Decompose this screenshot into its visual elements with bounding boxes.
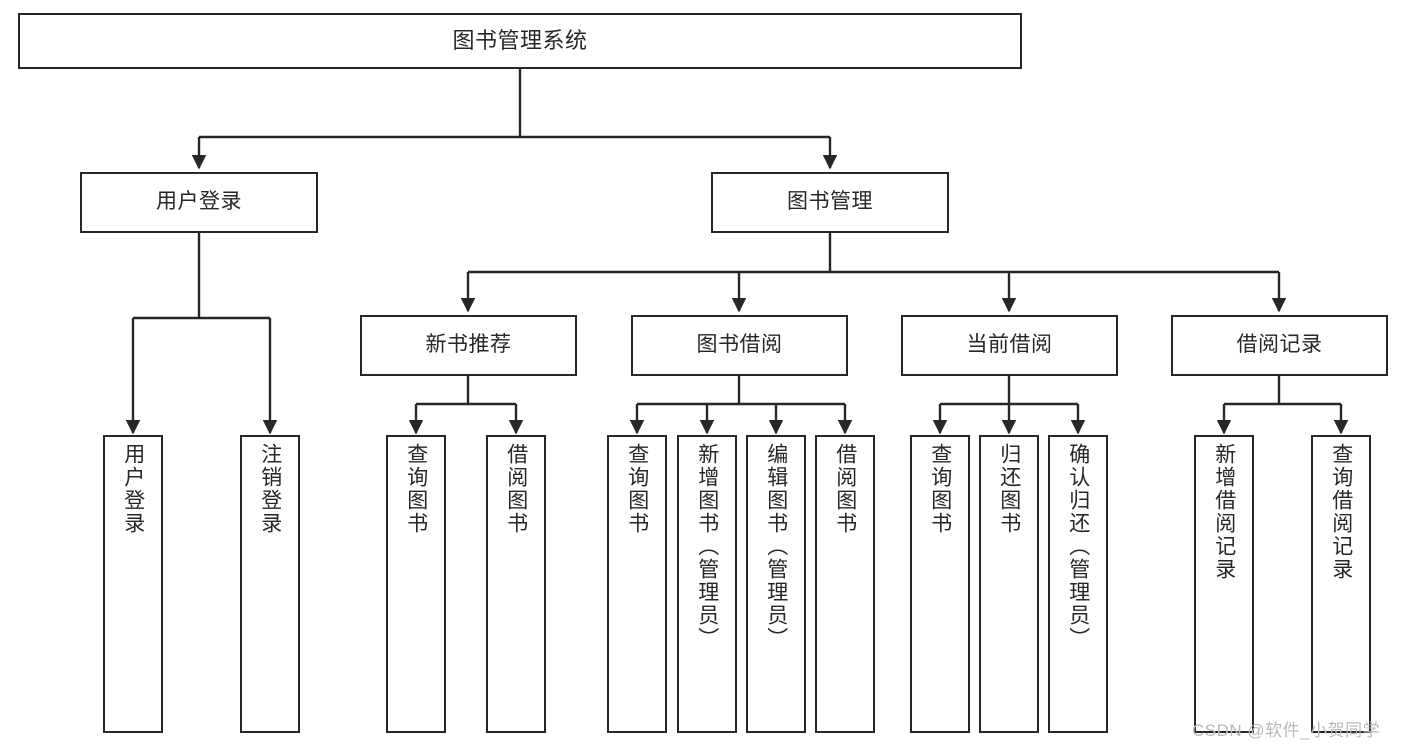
leaf-new-book-borrow[interactable]: 借阅图书 <box>486 435 546 733</box>
node-book-borrow[interactable]: 图书借阅 <box>631 315 848 376</box>
node-borrow-record[interactable]: 借阅记录 <box>1171 315 1388 376</box>
leaf-book-borrow-add-label: 新增图书（管理员） <box>695 443 719 650</box>
watermark-csdn: CSDN @软件_小贺同学 <box>1192 721 1381 740</box>
node-new-book-recommend[interactable]: 新书推荐 <box>360 315 577 376</box>
node-book-management[interactable]: 图书管理 <box>711 172 949 233</box>
leaf-book-borrow-edit[interactable]: 编辑图书（管理员） <box>746 435 806 733</box>
leaf-book-borrow-query-label: 查询图书 <box>625 443 649 535</box>
leaf-borrow-record-add-label: 新增借阅记录 <box>1212 443 1236 581</box>
node-new-book-recommend-label: 新书推荐 <box>425 333 512 357</box>
leaf-new-book-query-label: 查询图书 <box>404 443 428 535</box>
leaf-borrow-record-query[interactable]: 查询借阅记录 <box>1311 435 1371 733</box>
leaf-book-borrow-add[interactable]: 新增图书（管理员） <box>677 435 737 733</box>
leaf-user-login-logout[interactable]: 注销登录 <box>240 435 300 733</box>
leaf-book-borrow-borrow[interactable]: 借阅图书 <box>815 435 875 733</box>
node-book-borrow-label: 图书借阅 <box>696 333 783 357</box>
leaf-current-borrow-confirm-return-label: 确认归还（管理员） <box>1066 443 1090 650</box>
leaf-book-borrow-borrow-label: 借阅图书 <box>833 443 857 535</box>
node-book-management-label: 图书管理 <box>787 190 873 214</box>
node-borrow-record-label: 借阅记录 <box>1236 333 1323 357</box>
leaf-book-borrow-query[interactable]: 查询图书 <box>607 435 667 733</box>
leaf-new-book-query[interactable]: 查询图书 <box>386 435 446 733</box>
node-root-label: 图书管理系统 <box>452 28 588 54</box>
node-user-login[interactable]: 用户登录 <box>80 172 318 233</box>
leaf-current-borrow-query[interactable]: 查询图书 <box>910 435 970 733</box>
leaf-current-borrow-return[interactable]: 归还图书 <box>979 435 1039 733</box>
leaf-book-borrow-edit-label: 编辑图书（管理员） <box>764 443 788 650</box>
node-user-login-label: 用户登录 <box>156 190 242 214</box>
leaf-current-borrow-return-label: 归还图书 <box>997 443 1021 535</box>
leaf-user-login-login[interactable]: 用户登录 <box>103 435 163 733</box>
leaf-borrow-record-query-label: 查询借阅记录 <box>1329 443 1353 581</box>
leaf-new-book-borrow-label: 借阅图书 <box>504 443 528 535</box>
leaf-current-borrow-query-label: 查询图书 <box>928 443 952 535</box>
leaf-borrow-record-add[interactable]: 新增借阅记录 <box>1194 435 1254 733</box>
leaf-current-borrow-confirm-return[interactable]: 确认归还（管理员） <box>1048 435 1108 733</box>
leaf-user-login-login-label: 用户登录 <box>121 443 145 535</box>
node-current-borrow[interactable]: 当前借阅 <box>901 315 1118 376</box>
node-current-borrow-label: 当前借阅 <box>966 333 1053 357</box>
leaf-user-login-logout-label: 注销登录 <box>258 443 282 535</box>
node-root[interactable]: 图书管理系统 <box>18 13 1022 69</box>
